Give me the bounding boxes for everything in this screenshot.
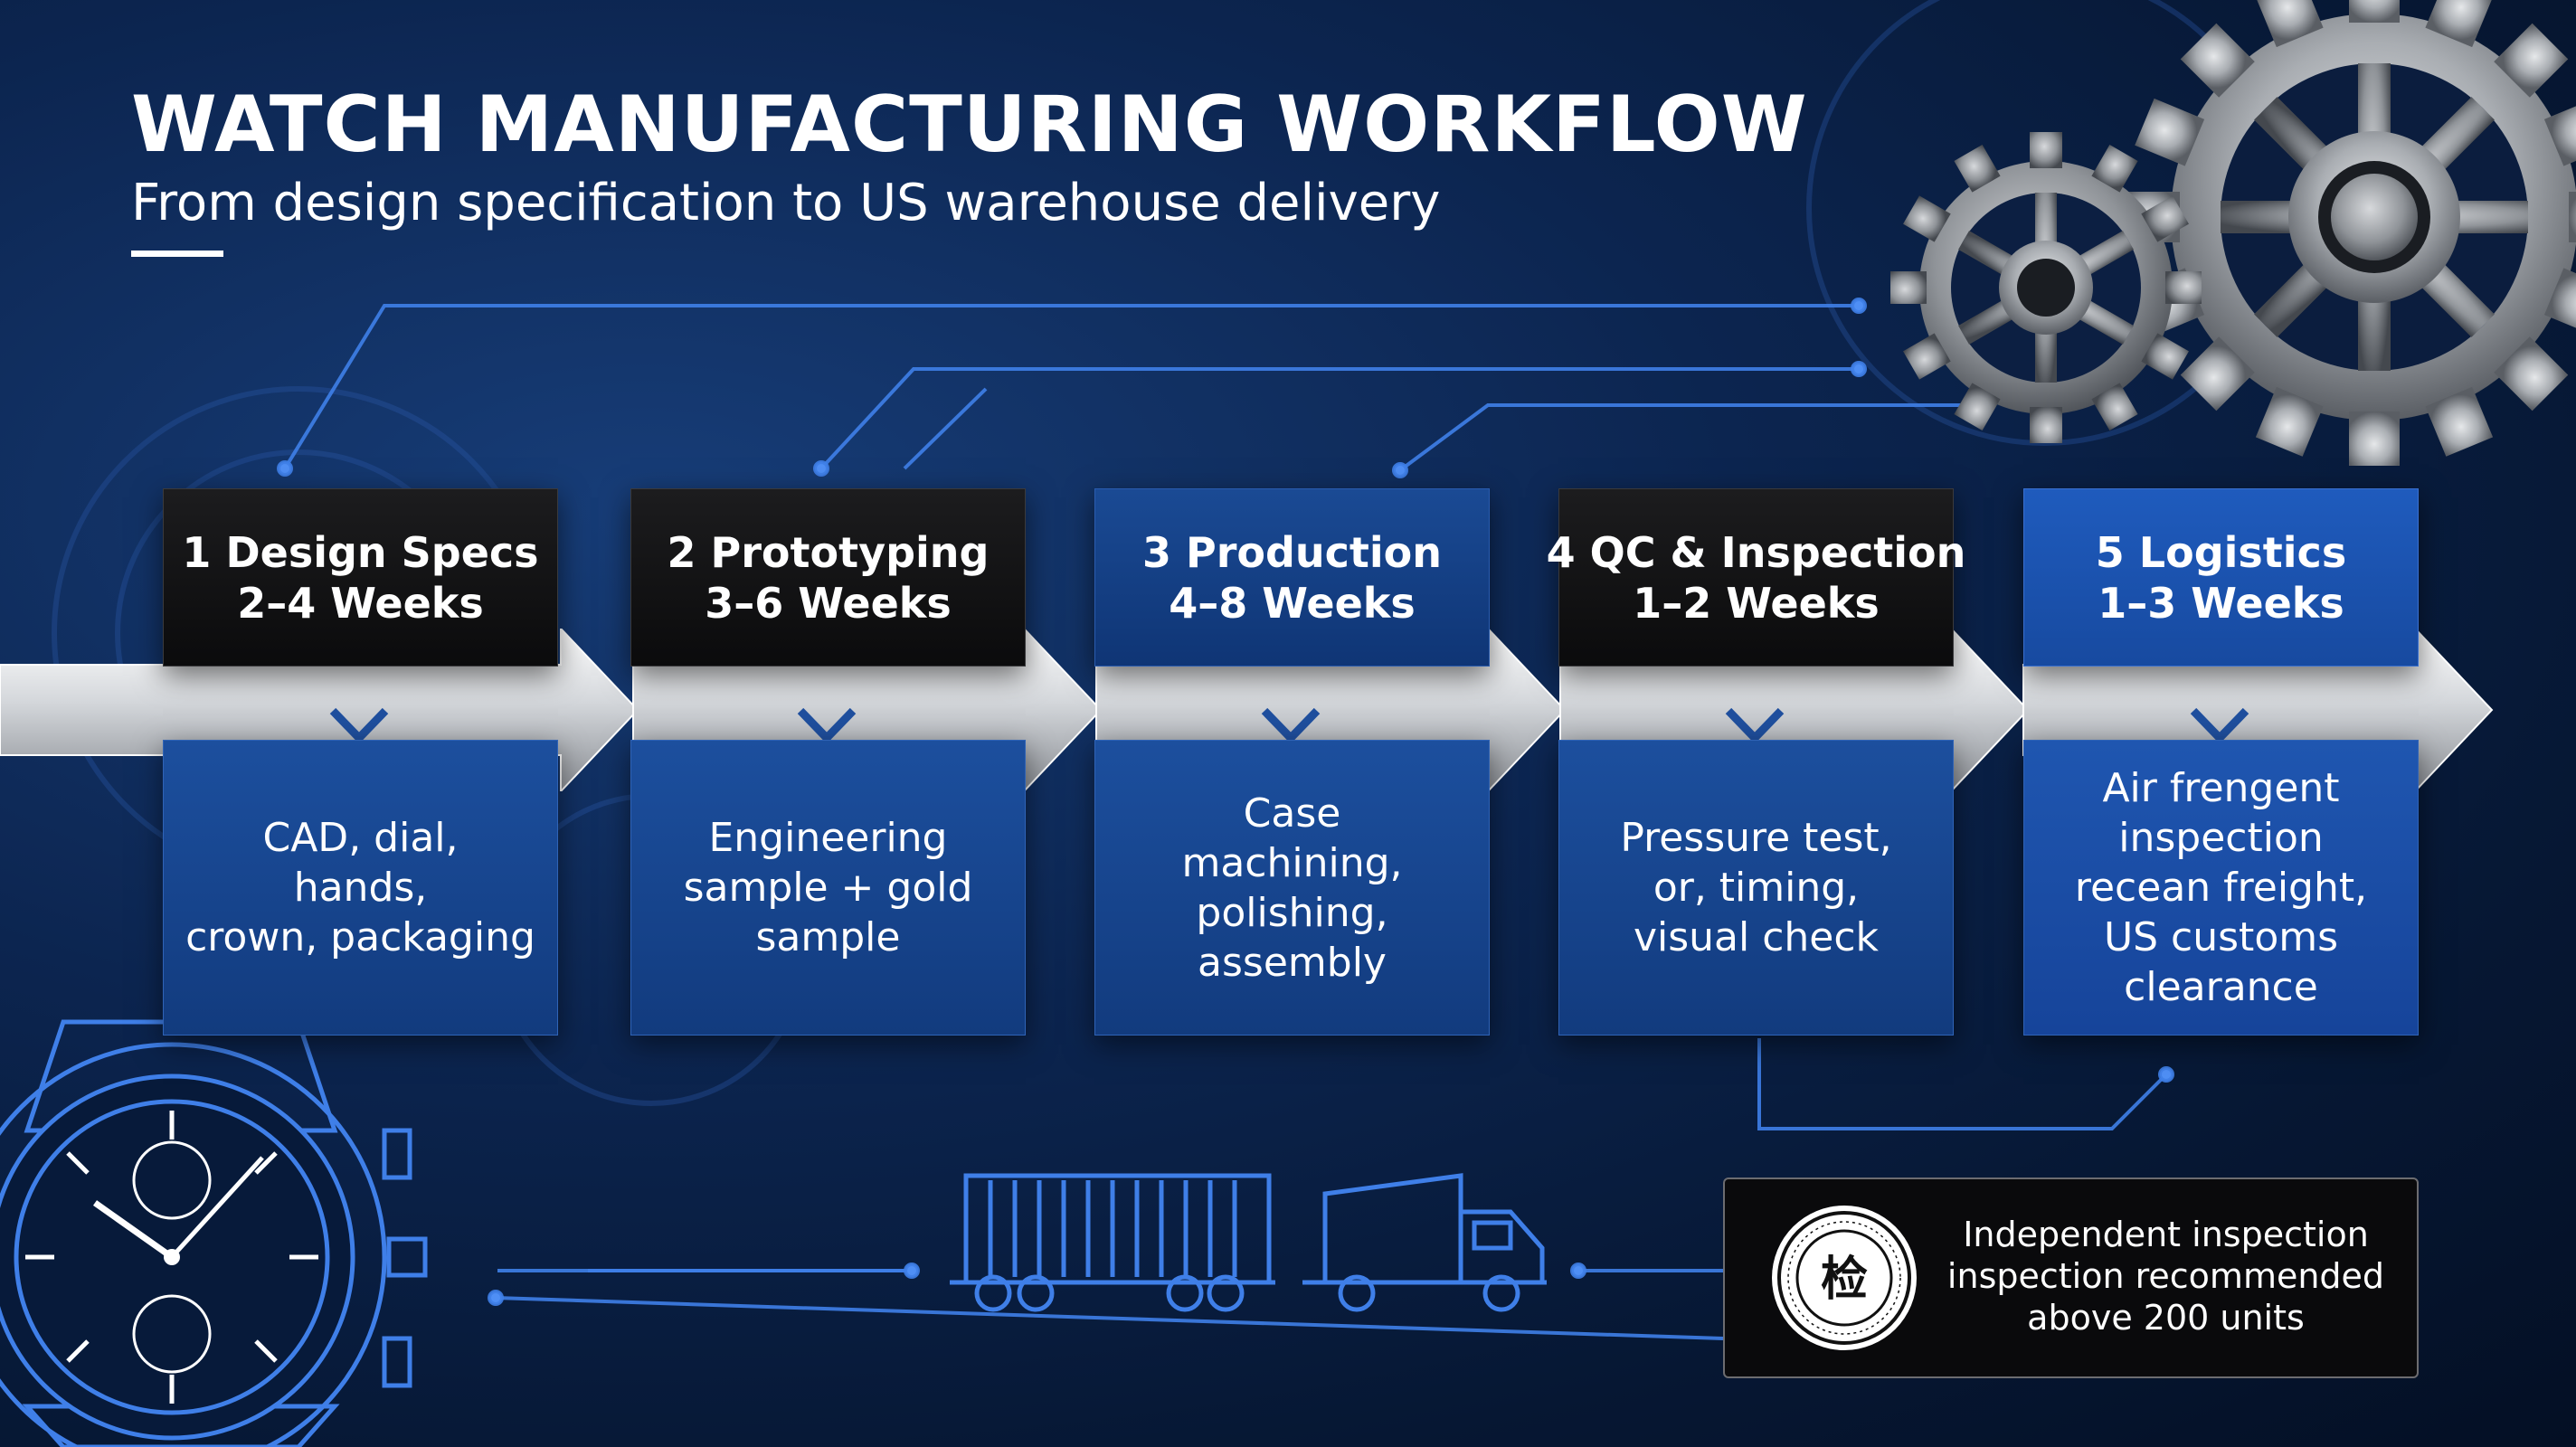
step-2-header: 2 Prototyping 3–6 Weeks — [630, 488, 1026, 667]
step-5-details-card: Air frengent inspection recean freight, … — [2023, 740, 2419, 1036]
chevron-down-icon — [1725, 707, 1785, 744]
page-subtitle: From design specification to US warehous… — [131, 174, 1441, 232]
step-2-details-card: Engineering sample + gold sample — [630, 740, 1026, 1036]
chevron-down-icon — [1261, 707, 1321, 744]
step-5-header: 5 Logistics 1–3 Weeks — [2023, 488, 2419, 667]
step-5-duration: 1–3 Weeks — [2098, 578, 2344, 628]
chevron-down-icon — [2190, 707, 2249, 744]
step-2-duration: 3–6 Weeks — [705, 578, 952, 628]
inspection-note: 检 Independent inspection inspection reco… — [1723, 1177, 2419, 1378]
chevron-down-icon — [797, 707, 857, 744]
step-3-header: 3 Production 4–8 Weeks — [1094, 488, 1490, 667]
step-4-title: 4 QC & Inspection — [1546, 527, 1966, 577]
step-2-details: Engineering sample + gold sample — [683, 815, 973, 960]
inspection-seal-icon: 检 — [1772, 1206, 1917, 1350]
step-1-details-card: CAD, dial, hands, crown, packaging — [163, 740, 558, 1036]
step-5-title: 5 Logistics — [2095, 527, 2347, 577]
step-3-details-card: Case machining, polishing, assembly — [1094, 740, 1490, 1036]
circuit-lines — [277, 298, 2174, 1340]
step-3-duration: 4–8 Weeks — [1169, 578, 1416, 628]
page-title: WATCH MANUFACTURING WORKFLOW — [131, 80, 1808, 170]
step-5-details: Air frengent inspection recean freight, … — [2074, 765, 2368, 1010]
gears-icon — [1890, 0, 2576, 466]
step-1-details: CAD, dial, hands, crown, packaging — [185, 815, 535, 960]
container-trailer-icon — [950, 1173, 1275, 1312]
chevron-down-icon — [329, 707, 389, 744]
step-1-title: 1 Design Specs — [182, 527, 539, 577]
seal-character: 检 — [1821, 1253, 1868, 1307]
chronograph-watch-icon — [0, 1019, 428, 1447]
step-4-duration: 1–2 Weeks — [1633, 578, 1880, 628]
step-3-details: Case machining, polishing, assembly — [1181, 790, 1403, 986]
step-4-details: Pressure test, or, timing, visual check — [1620, 815, 1892, 960]
step-1-header: 1 Design Specs 2–4 Weeks — [163, 488, 558, 667]
step-4-details-card: Pressure test, or, timing, visual check — [1558, 740, 1954, 1036]
step-1-duration: 2–4 Weeks — [237, 578, 484, 628]
delivery-truck-icon — [1302, 1173, 1547, 1312]
step-4-header: 4 QC & Inspection 1–2 Weeks — [1547, 488, 1965, 667]
step-2-title: 2 Prototyping — [667, 527, 990, 577]
title-underline — [131, 251, 223, 257]
inspection-note-text: Independent inspection inspection recomm… — [1946, 1215, 2385, 1338]
step-3-title: 3 Production — [1141, 527, 1443, 577]
